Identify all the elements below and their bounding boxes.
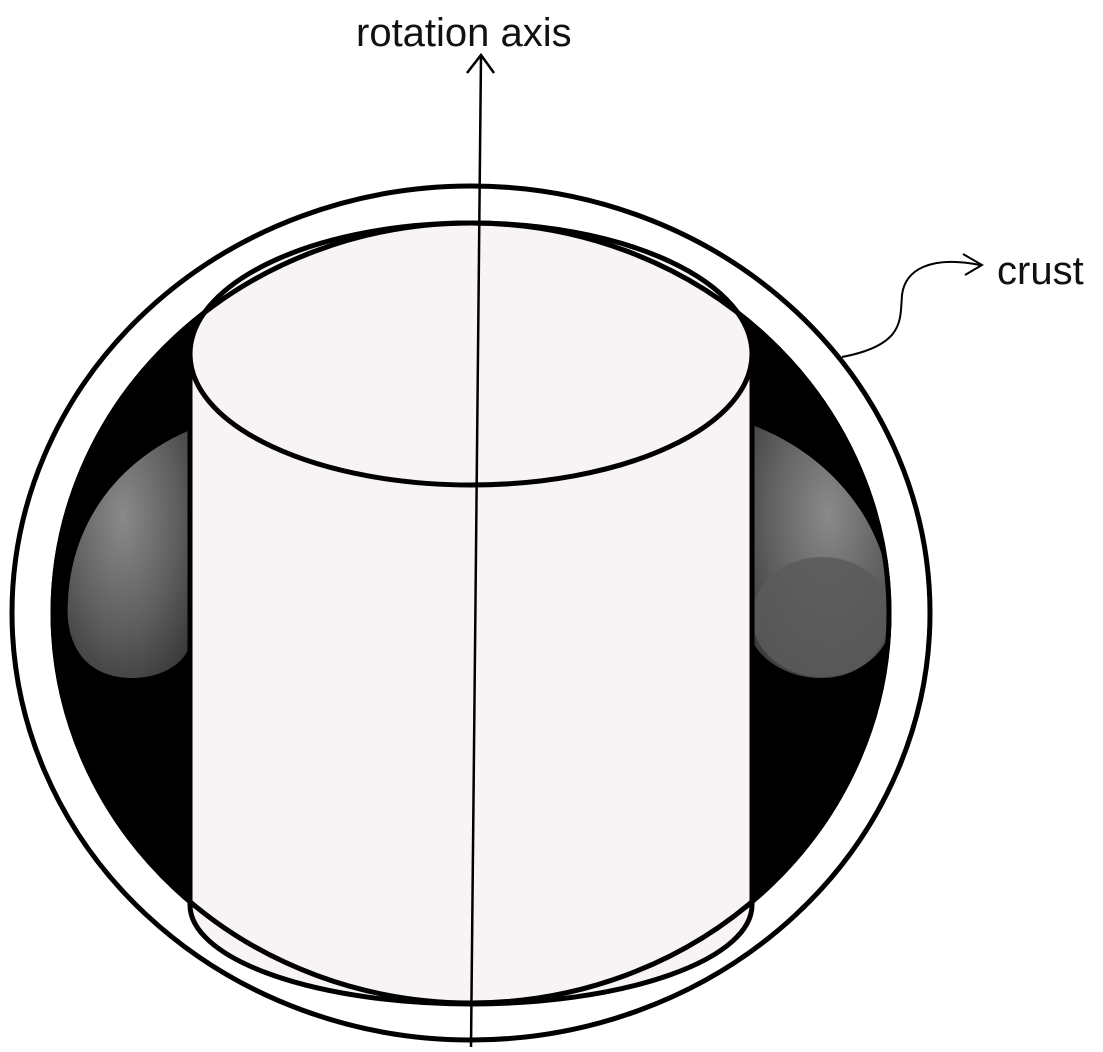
crust-pointer-curve (842, 262, 980, 357)
rotation-axis-label: rotation axis (356, 13, 572, 53)
right-lobe-highlight (752, 557, 892, 677)
cylinder-top (190, 223, 752, 485)
crust-label: crust (997, 251, 1084, 291)
